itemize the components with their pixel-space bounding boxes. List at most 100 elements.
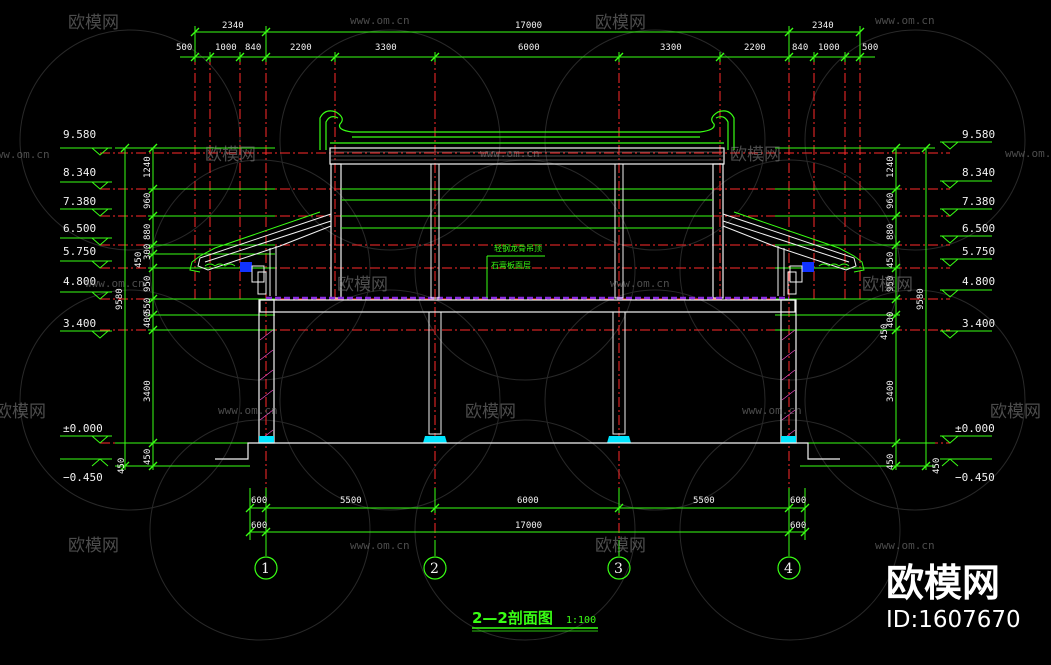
right-eave-tiles — [733, 211, 865, 273]
watermark-url: www.om.cn — [350, 539, 410, 552]
watermark-url: www.om.cn — [480, 147, 540, 160]
left-eave-tiles — [189, 211, 321, 273]
dim-left-seg-6: 950 — [143, 276, 153, 292]
dim-right-seg-4: 450 — [886, 252, 896, 268]
floor-beam — [259, 299, 796, 313]
watermark-url: www.om.cn — [218, 404, 278, 417]
axis-label-4: 4 — [784, 561, 793, 577]
dim-right-seg-6: 450 — [880, 324, 890, 340]
dim-left-total: 9580 — [115, 288, 125, 310]
site-logo-text: 欧模网 — [886, 561, 1000, 605]
dim-left-seg-8: 400 — [143, 312, 153, 328]
watermark-brand: 欧模网 — [68, 536, 119, 556]
level-left-9580: 9.580 — [63, 128, 96, 141]
axis-bubbles: 1 2 3 4 — [254, 540, 801, 580]
top-dimension-lines — [180, 26, 875, 62]
right-level-marks — [940, 141, 992, 467]
watermark-url: www.om.cn — [1005, 147, 1051, 160]
bottom-dimension-ticks — [245, 503, 810, 537]
axis-label-2: 2 — [430, 561, 439, 577]
dim-right-total: 9580 — [916, 288, 926, 310]
dim-left-seg-4: 300 — [143, 244, 153, 260]
dim-left-seg-2: 960 — [143, 193, 153, 209]
right-level-texts: 9.580 8.340 7.380 6.500 5.750 4.800 3.40… — [955, 128, 995, 484]
level-right-8340: 8.340 — [962, 166, 995, 179]
ceiling-note-line2: 石膏板面层 — [491, 260, 531, 270]
dim-left-seg-5: 450 — [134, 252, 144, 268]
watermark-url: www.om.cn — [0, 148, 50, 161]
dim-top-seg-3: 840 — [245, 43, 261, 53]
dim-right-seg-9: 450 — [886, 454, 896, 470]
dim-bottom-seg-4: 5500 — [693, 496, 715, 506]
left-vertical-dimension-lines — [115, 147, 275, 470]
dim-left-seg-9: 3400 — [143, 380, 153, 402]
axis-label-3: 3 — [614, 561, 623, 577]
dim-top-seg-9: 840 — [792, 43, 808, 53]
left-eave — [197, 213, 332, 296]
model-id: ID:1607670 — [886, 607, 1021, 633]
ceiling-note-line1: 轻钢龙骨吊顶 — [494, 243, 542, 253]
left-level-texts: 9.580 8.340 7.380 6.500 5.750 4.800 3.40… — [63, 128, 103, 484]
axis-label-1: 1 — [261, 561, 270, 577]
dim-bottom-seg-2: 5500 — [340, 496, 362, 506]
top-dimension-texts-row1: 2340 17000 2340 — [222, 21, 834, 31]
roof-ridge — [319, 110, 735, 150]
dim-bottom-total: 17000 — [515, 521, 542, 531]
upper-columns — [430, 163, 624, 299]
watermark-url: www.om.cn — [875, 14, 935, 27]
drawing-title: 2—2剖面图 — [472, 609, 553, 627]
right-vertical-dimension-ticks — [891, 143, 931, 471]
dim-top-right-overhang: 2340 — [812, 21, 834, 31]
left-bracket — [240, 262, 267, 295]
dim-right-seg-7: 400 — [886, 312, 896, 328]
dim-right-seg-1: 1240 — [886, 156, 896, 178]
watermark-brand: 欧模网 — [595, 536, 646, 556]
dim-right-seg-8: 3400 — [886, 380, 896, 402]
right-eave — [722, 213, 857, 296]
axis-bubble-2: 2 — [423, 540, 447, 580]
watermark-brand: 欧模网 — [205, 145, 256, 165]
dim-right-seg-5: 950 — [886, 276, 896, 292]
dim-top-seg-6: 6000 — [518, 43, 540, 53]
dim-top-seg-7: 3300 — [660, 43, 682, 53]
upper-wall-rails — [341, 188, 713, 229]
watermark-brand: 欧模网 — [595, 13, 646, 33]
level-left-0000: ±0.000 — [63, 422, 103, 435]
dim-top-seg-8: 2200 — [744, 43, 766, 53]
axis-lines — [100, 55, 950, 555]
dim-right-seg-2: 960 — [886, 193, 896, 209]
level-right-6500: 6.500 — [962, 222, 995, 235]
dim-top-seg-4: 2200 — [290, 43, 312, 53]
axis-bubble-1: 1 — [254, 540, 278, 580]
dim-right-seg-9b: 450 — [932, 458, 942, 474]
drawing-scale: 1:100 — [566, 615, 596, 626]
dim-bottom-seg-3: 6000 — [517, 496, 539, 506]
site-logo-block: 欧模网 ID:1607670 — [886, 561, 1021, 633]
dim-bottom-seg-5: 600 — [790, 496, 806, 506]
level-right-7380: 7.380 — [962, 195, 995, 208]
ground-line — [215, 442, 840, 460]
dim-bottom-total-right: 600 — [790, 521, 806, 531]
roof-slab-hatch — [330, 151, 724, 161]
watermark-brand: 欧模网 — [862, 275, 913, 295]
dim-top-seg-5: 3300 — [375, 43, 397, 53]
watermark-brand: 欧模网 — [990, 402, 1041, 422]
dim-bottom-seg-1: 600 — [251, 496, 267, 506]
ground-columns — [428, 311, 626, 435]
dim-right-seg-3: 880 — [886, 224, 896, 240]
dim-left-seg-10b: 450 — [117, 458, 127, 474]
column-bases — [259, 436, 796, 443]
dim-top-left-overhang: 2340 — [222, 21, 244, 31]
level-left-7380: 7.380 — [63, 195, 96, 208]
level-right-0000: ±0.000 — [955, 422, 995, 435]
dim-top-seg-2: 1000 — [215, 43, 237, 53]
level-left-8340: 8.340 — [63, 166, 96, 179]
watermarks: 欧模网 www.om.cn 欧模网 www.om.cn www.om.cn 欧模… — [0, 13, 1051, 556]
dim-top-seg-10: 1000 — [818, 43, 840, 53]
dim-left-seg-7: 550 — [143, 298, 153, 314]
left-vertical-dimension-ticks — [120, 143, 158, 471]
right-vertical-dimension-lines — [775, 147, 935, 470]
right-bracket — [787, 262, 814, 295]
level-right-9580: 9.580 — [962, 128, 995, 141]
